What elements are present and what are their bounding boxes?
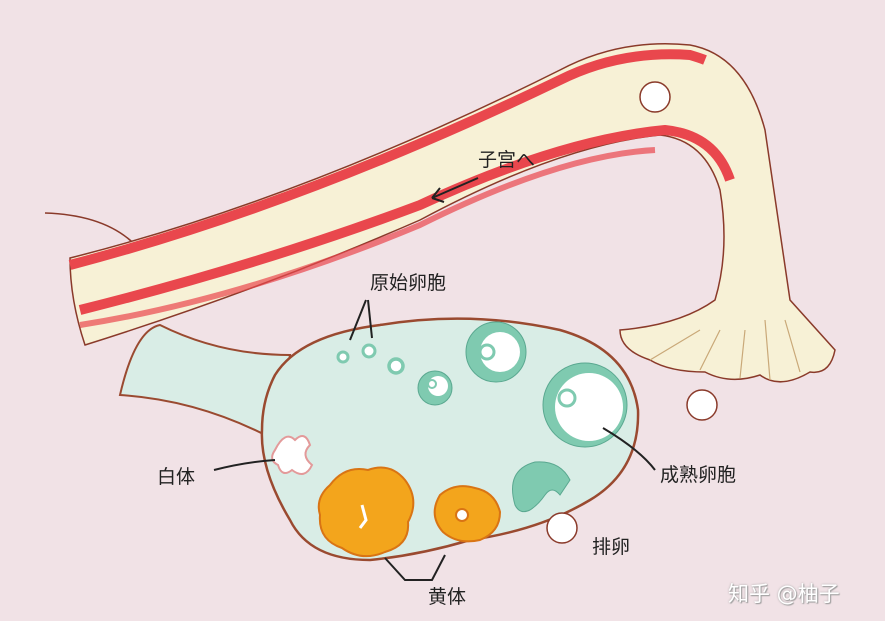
watermark: 知乎 @柚子	[728, 582, 840, 606]
corpus-luteum-large	[317, 466, 415, 558]
label-ovulation: 排卵	[592, 536, 631, 558]
luteum-pointer	[384, 554, 446, 581]
primordial-follicle	[336, 350, 350, 364]
label-corpus-luteum: 黄体	[428, 586, 467, 608]
mature-pointer	[602, 427, 656, 471]
corpus-luteum-mark	[358, 504, 368, 529]
label-uterus: 子宫へ	[478, 149, 536, 171]
primordial-follicle	[361, 343, 377, 359]
mature-follicle	[542, 362, 628, 448]
corpus-luteum-center	[455, 508, 469, 522]
ruptured-follicle	[512, 461, 571, 513]
primordial-follicle	[387, 357, 405, 375]
released-egg	[686, 389, 718, 421]
ovarian-ligament	[118, 323, 292, 442]
growing-follicle	[417, 370, 453, 406]
ovulated-egg	[546, 512, 578, 544]
corpus-albicans	[271, 435, 314, 475]
label-mature-follicle: 成熟卵胞	[660, 464, 737, 486]
growing-follicle	[465, 321, 527, 383]
fallopian-tube	[68, 43, 836, 383]
albicans-pointer	[213, 459, 276, 471]
uterus-arrow	[431, 177, 479, 203]
egg-in-tube	[639, 81, 671, 113]
primordial-pointer	[349, 299, 373, 341]
label-primordial-follicle: 原始卵胞	[370, 272, 447, 294]
label-corpus-albicans: 白体	[157, 466, 196, 488]
